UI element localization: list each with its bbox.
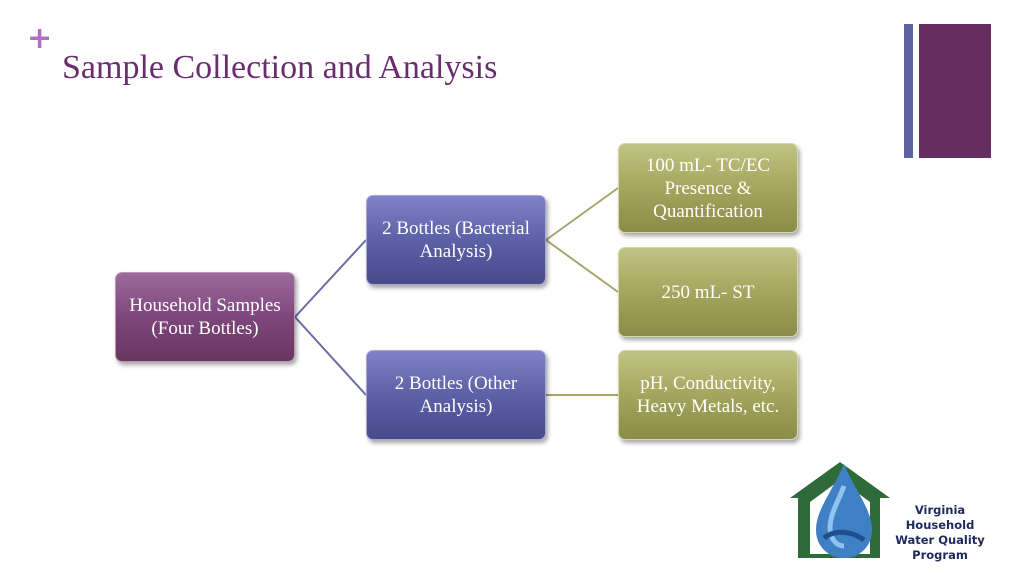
logo-line-3: Program <box>912 548 968 562</box>
plus-icon: + <box>27 21 53 56</box>
logo-text: Virginia Household Water Quality Program <box>886 503 994 563</box>
node-tc-ec: 100 mL- TC/EC Presence & Quantification <box>618 143 798 233</box>
connector-root-to-other <box>294 316 367 396</box>
node-household-samples: Household Samples (Four Bottles) <box>115 272 295 362</box>
logo-line-2: Water Quality <box>895 533 985 547</box>
connector-bacterial-to-st <box>545 239 619 293</box>
node-bacterial-bottles: 2 Bottles (Bacterial Analysis) <box>366 195 546 285</box>
node-ph-conductivity-metals: pH, Conductivity, Heavy Metals, etc. <box>618 350 798 440</box>
program-logo <box>790 462 890 558</box>
connector-root-to-bacterial <box>294 239 367 318</box>
decorative-bar-thick <box>919 24 991 158</box>
slide-title: Sample Collection and Analysis <box>62 49 498 86</box>
node-other-bottles: 2 Bottles (Other Analysis) <box>366 350 546 440</box>
connector-bacterial-to-tc-ec <box>545 187 619 241</box>
logo-line-1: Virginia Household <box>905 503 975 532</box>
node-st: 250 mL- ST <box>618 247 798 337</box>
decorative-bar-thin <box>904 24 913 158</box>
